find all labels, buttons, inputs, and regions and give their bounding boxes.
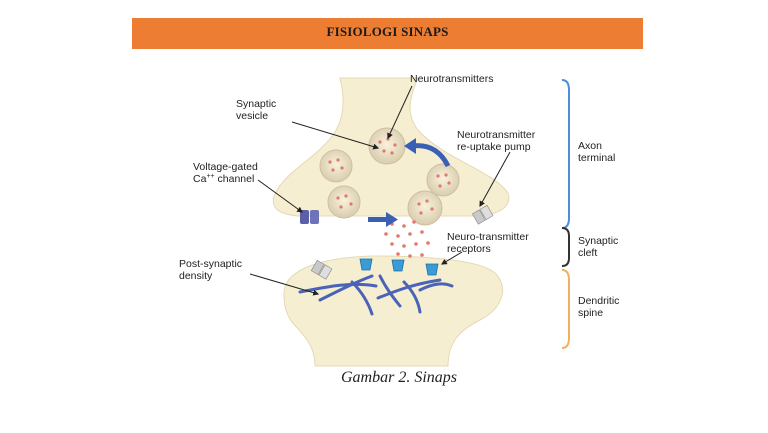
post-reuptake-pump: [310, 259, 333, 280]
dendritic-spine-bracket: [561, 269, 570, 349]
release-arrow-head: [386, 212, 398, 227]
neurotransmitter-dots: [328, 137, 451, 215]
figure-caption: Gambar 2. Sinaps: [340, 369, 457, 386]
label-receptors: Neuro-transmitter receptors: [447, 231, 532, 255]
label-reuptake-pump: Neurotransmitter re-uptake pump: [457, 129, 538, 153]
pointer-post-density: [249, 273, 320, 296]
vesicle: [426, 163, 460, 197]
label-synaptic-cleft: Synaptic cleft: [578, 235, 621, 259]
label-axon-terminal: Axon terminal: [578, 140, 615, 164]
vesicle: [368, 127, 406, 165]
vesicle-group: [319, 127, 460, 226]
label-ca-channel: Voltage-gated Ca++ channel: [193, 161, 261, 185]
cleft-neurotransmitters: [384, 220, 430, 258]
pointer-vesicle: [291, 121, 380, 150]
label-post-synaptic-density: Post-synaptic density: [179, 258, 245, 282]
receptors: [359, 258, 439, 276]
recycling-arrow-head: [404, 138, 416, 154]
pointer-ca-channel: [257, 179, 303, 213]
label-dendritic-spine: Dendritic spine: [578, 295, 622, 319]
receptor: [425, 263, 439, 276]
header-bar: FISIOLOGI SINAPS: [132, 18, 643, 49]
release-arrow-shaft: [368, 217, 388, 222]
label-neurotransmitters: Neurotransmitters: [410, 73, 493, 85]
label-synaptic-vesicle: Synaptic vesicle: [236, 98, 279, 122]
pointer-reuptake: [479, 151, 511, 208]
ca-channel: [300, 210, 319, 224]
receptor: [359, 258, 373, 271]
vesicle: [407, 190, 443, 226]
pointer-receptors: [440, 251, 463, 265]
synaptic-cleft-bracket: [561, 227, 570, 267]
vesicle: [327, 185, 361, 219]
post-synaptic-density: [298, 274, 454, 316]
reuptake-pump: [471, 204, 494, 225]
pointer-neurotransmitters: [387, 85, 413, 140]
vesicle: [319, 149, 353, 183]
axon-terminal-bracket: [561, 79, 570, 229]
receptor: [391, 259, 405, 272]
page-title: FISIOLOGI SINAPS: [326, 24, 449, 39]
